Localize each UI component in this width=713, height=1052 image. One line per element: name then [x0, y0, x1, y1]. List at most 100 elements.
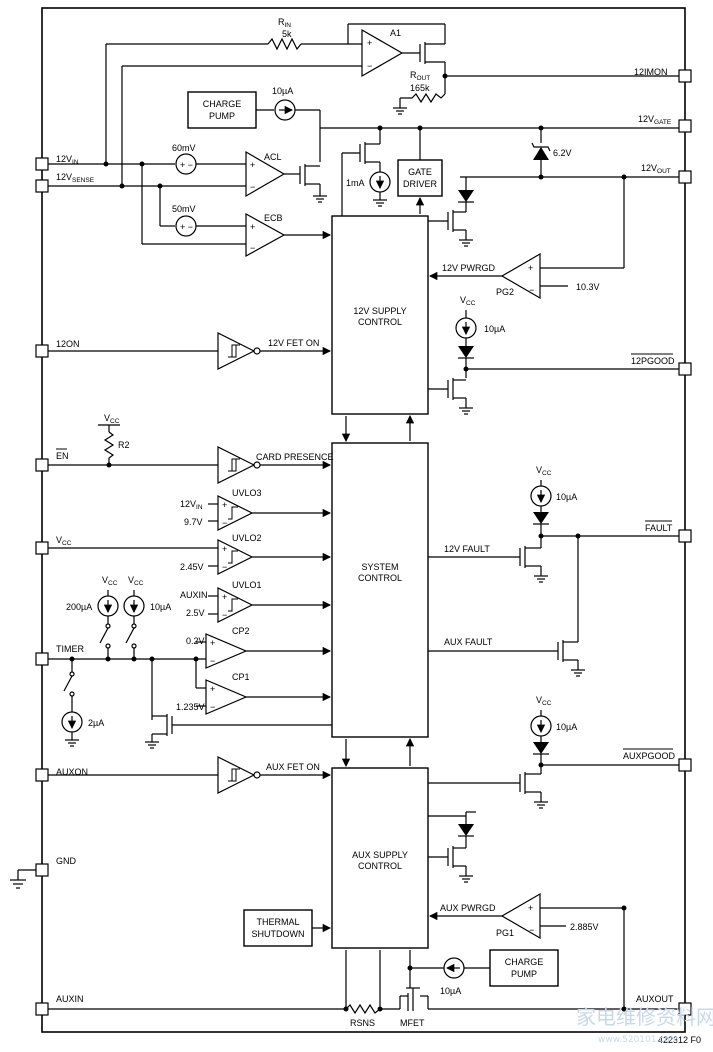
vcc-auxpgood: VCC 10µA	[530, 695, 577, 774]
pin-auxin: AUXIN	[35, 994, 84, 1016]
svg-text:+: +	[250, 160, 255, 170]
pin-auxpgood: AUXPGOOD	[623, 748, 692, 772]
svg-text:12V SUPPLY: 12V SUPPLY	[353, 306, 406, 316]
mosfet-12v-fault	[428, 546, 548, 583]
svg-text:UVLO2: UVLO2	[232, 533, 262, 543]
svg-text:RIN: RIN	[278, 17, 291, 29]
pin-12vgate: 12VGATE	[638, 114, 692, 133]
svg-text:200µA: 200µA	[66, 602, 92, 612]
svg-text:RSNS: RSNS	[350, 1018, 375, 1028]
gnd-pin-symbol	[10, 869, 36, 889]
svg-text:AUXIN: AUXIN	[180, 590, 208, 600]
svg-text:MFET: MFET	[400, 1018, 425, 1028]
svg-text:VCC: VCC	[56, 535, 72, 547]
amp-pg2: + − PG2	[496, 252, 541, 300]
pin-12imon: 12IMON	[634, 67, 692, 83]
svg-text:10.3V: 10.3V	[576, 282, 600, 292]
figure-id: 422312 F0	[658, 1035, 701, 1045]
svg-text:+: +	[528, 903, 533, 913]
vcc-12pgood: VCC 10µA	[455, 295, 505, 378]
svg-text:R2: R2	[118, 440, 130, 450]
block-system-control: SYSTEM CONTROL	[331, 442, 429, 738]
buffer-12on	[217, 332, 261, 370]
voltage-source-50mv: + − 50mV	[172, 204, 197, 237]
svg-text:CHARGE: CHARGE	[203, 99, 242, 109]
svg-text:EN: EN	[56, 451, 69, 461]
amp-acl: + − ACL	[245, 150, 286, 198]
pin-timer: TIMER	[35, 644, 84, 666]
svg-text:12V FAULT: 12V FAULT	[444, 544, 490, 554]
svg-text:UVLO1: UVLO1	[232, 580, 262, 590]
svg-text:12ON: 12ON	[56, 339, 80, 349]
block-12v-supply-control: 12V SUPPLY CONTROL	[331, 215, 429, 415]
svg-text:−: −	[222, 610, 227, 620]
pin-vcc: VCC	[35, 535, 72, 555]
svg-text:CARD PRESENCE: CARD PRESENCE	[256, 452, 334, 462]
amp-a1: + − A1	[361, 28, 404, 78]
svg-text:10µA: 10µA	[556, 492, 577, 502]
svg-text:0.2V: 0.2V	[186, 636, 205, 646]
svg-text:+: +	[210, 638, 215, 648]
svg-text:−: −	[250, 243, 255, 253]
svg-text:12VGATE: 12VGATE	[638, 114, 672, 126]
pin-gnd: GND	[35, 856, 77, 877]
svg-text:AUXIN: AUXIN	[56, 994, 84, 1004]
svg-text:+: +	[528, 263, 533, 273]
mosfet-aux-fault	[428, 640, 585, 677]
svg-text:−: −	[222, 518, 227, 528]
svg-text:10µA: 10µA	[272, 86, 293, 96]
mosfet-a1-out	[419, 42, 446, 76]
svg-text:SYSTEM: SYSTEM	[361, 562, 398, 572]
svg-text:2.5V: 2.5V	[186, 608, 205, 618]
current-source-timer-10ua: VCC 10µA	[123, 575, 171, 659]
block-charge-pump-top: CHARGE PUMP	[187, 91, 257, 129]
svg-text:ACL: ACL	[264, 152, 282, 162]
svg-text:−: −	[222, 562, 227, 572]
mosfet-12v-discharge	[428, 190, 474, 247]
chip-outline	[41, 7, 686, 1033]
svg-text:CP1: CP1	[232, 672, 250, 682]
svg-text:FAULT: FAULT	[645, 523, 673, 533]
buffer-auxon	[217, 756, 261, 794]
vcc-en-pullup: VCC R2	[98, 413, 130, 465]
svg-text:PG1: PG1	[496, 928, 514, 938]
block-charge-pump-bottom: CHARGE PUMP	[489, 949, 559, 987]
resistor-rsns: RSNS	[345, 1003, 381, 1028]
svg-text:A1: A1	[390, 28, 401, 38]
svg-text:10µA: 10µA	[484, 324, 505, 334]
svg-text:AUXPGOOD: AUXPGOOD	[623, 751, 676, 761]
svg-text:AUX PWRGD: AUX PWRGD	[440, 903, 496, 913]
svg-text:9.7V: 9.7V	[184, 517, 203, 527]
svg-text:2µA: 2µA	[88, 718, 104, 728]
svg-text:SHUTDOWN: SHUTDOWN	[252, 929, 305, 939]
svg-text:+: +	[367, 38, 372, 48]
current-source-bottom: 10µA	[440, 957, 465, 996]
svg-text:165k: 165k	[410, 83, 430, 93]
svg-text:CP2: CP2	[232, 626, 250, 636]
comparator-uvlo3: + − UVLO3	[217, 488, 262, 531]
svg-text:AUX FET ON: AUX FET ON	[266, 762, 320, 772]
amp-ecb: + − ECB	[245, 212, 286, 258]
svg-text:TIMER: TIMER	[56, 644, 84, 654]
pin-12vout: 12VOUT	[641, 163, 692, 184]
svg-text:VCC: VCC	[536, 465, 552, 477]
svg-text:家电维修资料网: 家电维修资料网	[576, 1005, 713, 1029]
svg-text:CONTROL: CONTROL	[358, 861, 402, 871]
svg-text:2.885V: 2.885V	[570, 922, 599, 932]
svg-text:12PGOOD: 12PGOOD	[631, 356, 675, 366]
svg-text:CONTROL: CONTROL	[358, 317, 402, 327]
mosfet-timer	[145, 659, 332, 749]
mosfet-aux-discharge	[428, 811, 476, 883]
mosfet-acl	[299, 164, 327, 203]
svg-text:ECB: ECB	[264, 213, 283, 223]
svg-text:VCC: VCC	[104, 413, 120, 425]
svg-text:−: −	[529, 925, 534, 935]
resistor-rin: RIN 5k	[267, 17, 302, 51]
svg-text:AUX FAULT: AUX FAULT	[444, 637, 493, 647]
svg-text:10µA: 10µA	[440, 986, 461, 996]
svg-text:12VSENSE: 12VSENSE	[56, 172, 95, 184]
svg-text:UVLO3: UVLO3	[232, 488, 262, 498]
svg-text:+: +	[210, 684, 215, 694]
svg-text:PUMP: PUMP	[511, 969, 537, 979]
svg-text:AUXON: AUXON	[56, 767, 88, 777]
